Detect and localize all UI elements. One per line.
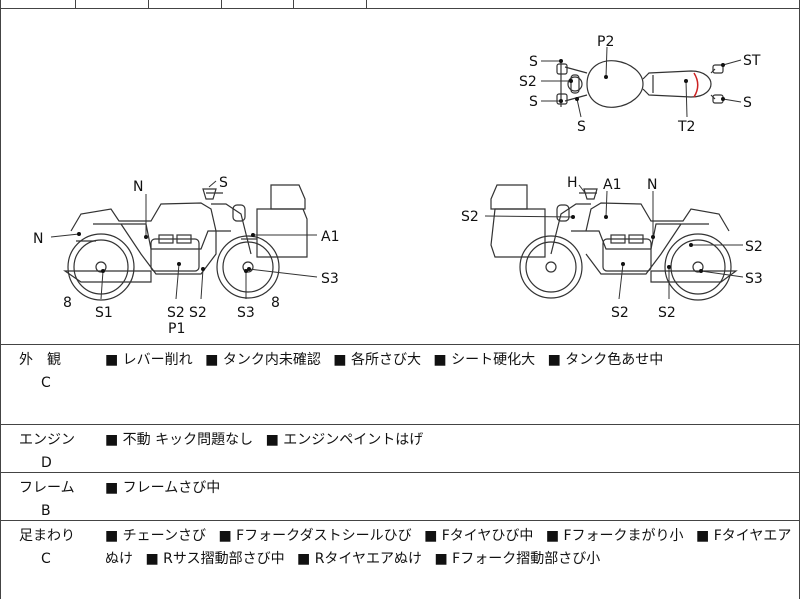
leader-lines bbox=[50, 46, 744, 300]
label-left-p1: P1 bbox=[168, 321, 185, 337]
right-side-motorcycle-icon bbox=[490, 184, 738, 301]
remark-item: ■ フレームさび中 bbox=[105, 480, 221, 496]
category-label: エンジン bbox=[19, 432, 75, 448]
eval-row-engine: エンジン D ■ 不動 キック問題なし ■ エンジンペイントはげ bbox=[1, 425, 799, 473]
table-cell bbox=[1, 0, 76, 8]
label-right-s3: S3 bbox=[745, 271, 763, 287]
remark-item: ■ エンジンペイントはげ bbox=[265, 432, 424, 448]
left-side-motorcycle-icon bbox=[63, 184, 308, 301]
damage-mark bbox=[693, 72, 699, 98]
label-left-8-right: 8 bbox=[271, 295, 280, 311]
label-left-8-left: 8 bbox=[63, 295, 72, 311]
remark-item: ■ Fフォークまがり小 bbox=[545, 528, 684, 544]
category-cell: 外 観 C bbox=[19, 349, 89, 395]
table-cell bbox=[221, 0, 294, 8]
label-left-n-side: N bbox=[33, 231, 43, 247]
diagram-labels: N N S A1 S3 8 8 S1 S2 S2 P1 S3 H A1 N S2… bbox=[33, 34, 763, 337]
label-top-s-right: S bbox=[743, 95, 752, 111]
grade-label: B bbox=[41, 503, 51, 519]
label-top-s2: S2 bbox=[519, 74, 537, 90]
motorcycle-diagrams: N N S A1 S3 8 8 S1 S2 S2 P1 S3 H A1 N S2… bbox=[33, 34, 763, 337]
remarks-list: ■ チェーンさび ■ Fフォークダストシールひび ■ Fタイヤひび中 ■ Fフォ… bbox=[105, 525, 793, 571]
remarks-list: ■ フレームさび中 bbox=[105, 477, 793, 500]
category-cell: エンジン D bbox=[19, 429, 89, 475]
label-right-n: N bbox=[647, 177, 657, 193]
label-left-s1: S1 bbox=[95, 305, 113, 321]
remarks-list: ■ レバー削れ ■ タンク内未確認 ■ 各所さび大 ■ シート硬化大 ■ タンク… bbox=[105, 349, 793, 372]
label-top-s-1: S bbox=[529, 54, 538, 70]
label-right-s2-right: S2 bbox=[745, 239, 763, 255]
category-cell: 足まわり C bbox=[19, 525, 89, 571]
category-label: 外 観 bbox=[19, 352, 61, 368]
remark-item: ■ Rタイヤエアぬけ bbox=[297, 551, 423, 567]
label-left-s3-bottom: S3 bbox=[237, 305, 255, 321]
label-top-s-2: S bbox=[529, 94, 538, 110]
label-top-t2: T2 bbox=[677, 119, 695, 135]
label-left-s3-right: S3 bbox=[321, 271, 339, 287]
remark-item: ■ Rサス摺動部さび中 bbox=[145, 551, 285, 567]
damage-diagram: N N S A1 S3 8 8 S1 S2 S2 P1 S3 H A1 N S2… bbox=[0, 9, 800, 345]
label-right-s2-bottom-a: S2 bbox=[611, 305, 629, 321]
grade-label: C bbox=[41, 551, 51, 567]
label-right-h: H bbox=[567, 175, 578, 191]
table-cell bbox=[293, 0, 367, 8]
label-left-s2-a: S2 bbox=[167, 305, 185, 321]
remark-item: ■ タンク色あせ中 bbox=[547, 352, 664, 368]
label-right-s2-bottom-b: S2 bbox=[658, 305, 676, 321]
label-left-a1: A1 bbox=[321, 229, 339, 245]
label-left-s-top: S bbox=[219, 175, 228, 191]
eval-row-suspension: 足まわり C ■ チェーンさび ■ Fフォークダストシールひび ■ Fタイヤひび… bbox=[1, 521, 799, 599]
remark-item: ■ Fフォーク摺動部さび小 bbox=[434, 551, 601, 567]
label-left-s2-b: S2 bbox=[189, 305, 207, 321]
previous-table-row bbox=[0, 0, 800, 9]
label-top-p2: P2 bbox=[597, 34, 614, 50]
remark-item: ■ Fタイヤエアぬけ bbox=[105, 528, 792, 567]
remark-item: ■ レバー削れ bbox=[105, 352, 193, 368]
label-right-s2-left: S2 bbox=[461, 209, 479, 225]
category-label: フレーム bbox=[19, 480, 75, 496]
label-top-s-bottom: S bbox=[577, 119, 586, 135]
table-cell bbox=[75, 0, 149, 8]
label-left-n-top: N bbox=[133, 179, 143, 195]
remark-item: ■ Fタイヤひび中 bbox=[424, 528, 534, 544]
table-cell bbox=[148, 0, 222, 8]
remark-item: ■ 不動 キック問題なし bbox=[105, 432, 254, 448]
remark-item: ■ チェーンさび bbox=[105, 528, 206, 544]
category-label: 足まわり bbox=[19, 528, 75, 544]
label-right-a1: A1 bbox=[603, 177, 621, 193]
evaluation-table: 外 観 C ■ レバー削れ ■ タンク内未確認 ■ 各所さび大 ■ シート硬化大… bbox=[0, 345, 800, 599]
grade-label: C bbox=[41, 375, 51, 391]
remarks-list: ■ 不動 キック問題なし ■ エンジンペイントはげ bbox=[105, 429, 793, 452]
remark-item: ■ シート硬化大 bbox=[433, 352, 536, 368]
leader-dots bbox=[77, 59, 725, 273]
category-cell: フレーム B bbox=[19, 477, 89, 523]
eval-row-frame: フレーム B ■ フレームさび中 bbox=[1, 473, 799, 521]
remark-item: ■ タンク内未確認 bbox=[205, 352, 321, 368]
eval-row-exterior: 外 観 C ■ レバー削れ ■ タンク内未確認 ■ 各所さび大 ■ シート硬化大… bbox=[1, 345, 799, 425]
grade-label: D bbox=[41, 455, 52, 471]
remark-item: ■ 各所さび大 bbox=[333, 352, 421, 368]
remark-item: ■ Fフォークダストシールひび bbox=[218, 528, 412, 544]
label-top-st: ST bbox=[743, 53, 761, 69]
